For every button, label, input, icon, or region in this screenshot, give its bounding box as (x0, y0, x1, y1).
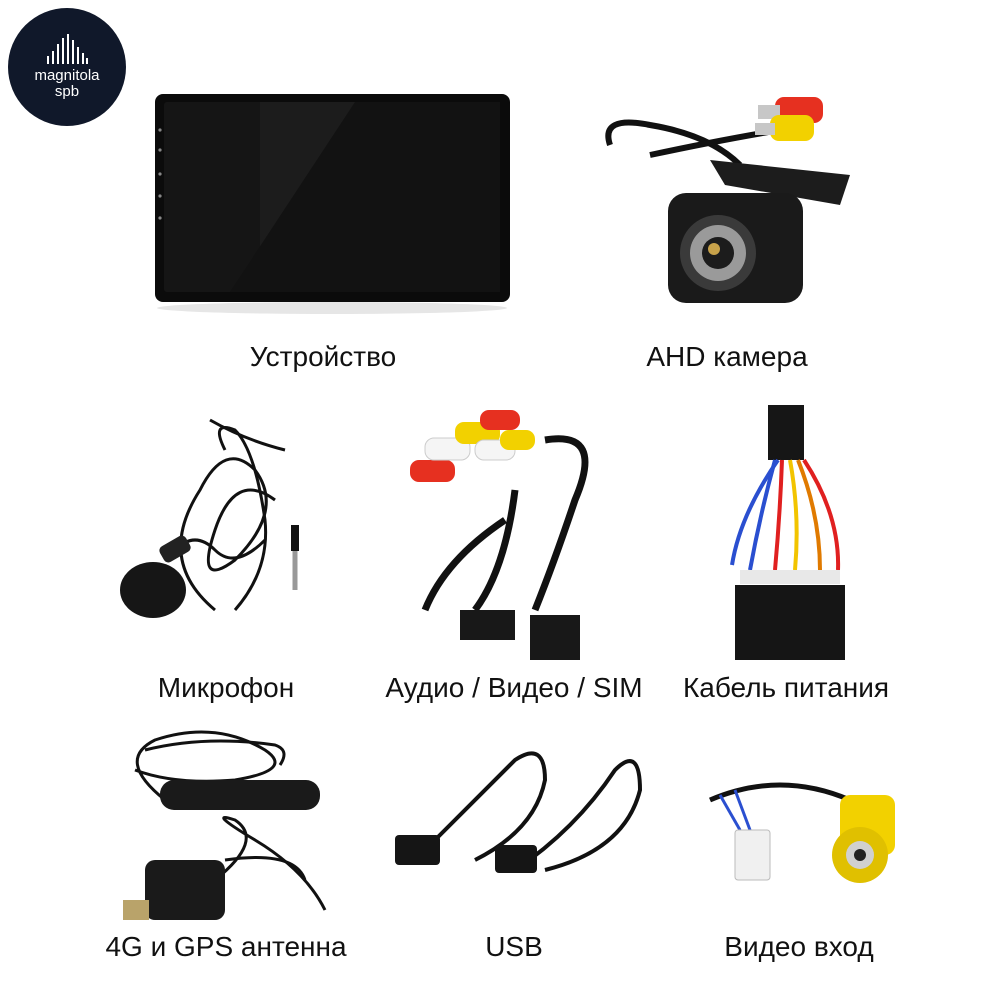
antennas-image (123, 730, 327, 920)
equalizer-bars-icon (47, 34, 88, 64)
item-label-ahd-camera: AHD камера (646, 341, 808, 372)
item-label-av-sim: Аудио / Видео / SIM (385, 672, 643, 703)
logo-line-1: magnitola (34, 67, 100, 84)
video-input-cable-image (709, 782, 895, 883)
av-sim-harness-image (410, 410, 589, 660)
item-label-microphone: Микрофон (157, 672, 295, 703)
power-harness-image (730, 405, 845, 660)
logo-line-2: spb (54, 83, 80, 100)
item-label-4g-gps: 4G и GPS антенна (105, 931, 347, 962)
item-label-video-input: Видео вход (724, 931, 874, 962)
head-unit-image (155, 94, 510, 314)
item-label-device: Устройство (249, 341, 397, 372)
usb-cables-image (395, 751, 643, 873)
item-label-usb: USB (485, 931, 543, 962)
brand-logo: magnitola spb (8, 8, 126, 126)
microphone-image (120, 418, 299, 618)
rear-camera-image (605, 97, 850, 303)
item-label-power-cable: Кабель питания (682, 672, 890, 703)
